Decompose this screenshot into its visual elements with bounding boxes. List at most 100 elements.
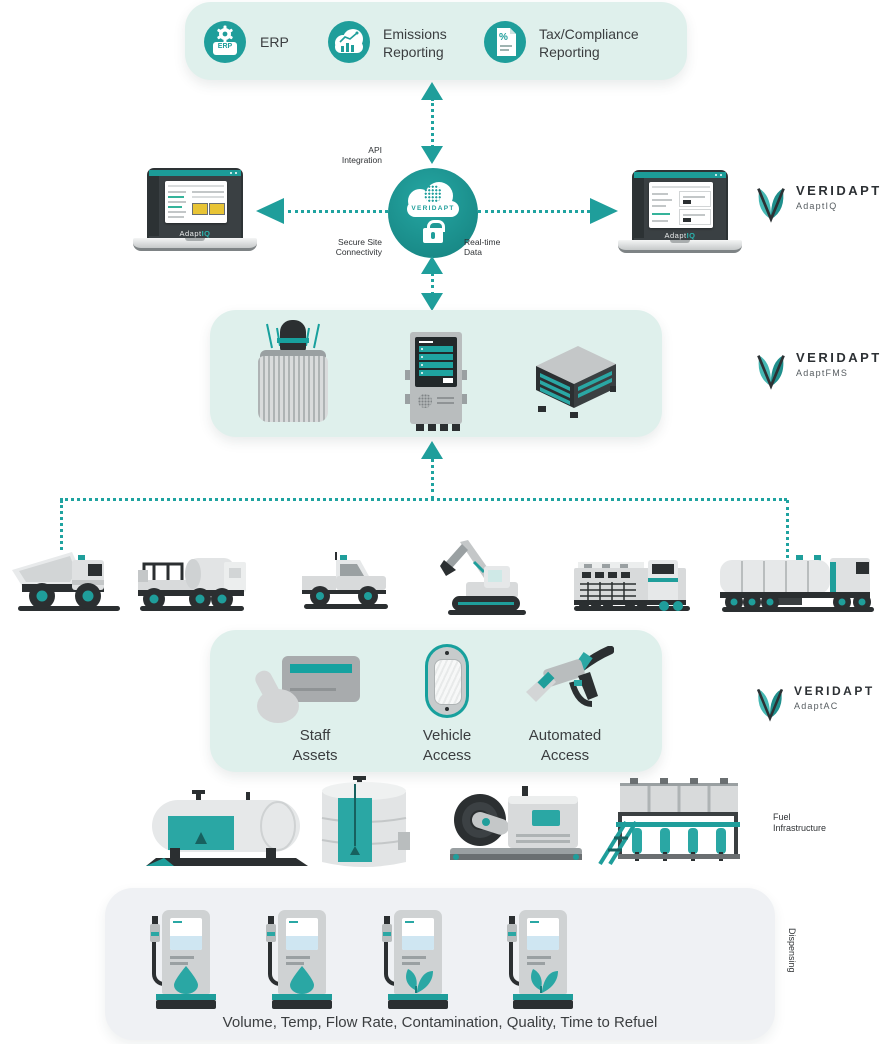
app-topbar <box>149 170 241 176</box>
tax-compliance-icon: % <box>484 21 526 63</box>
site-laptop-base <box>618 240 742 253</box>
loading-gantry <box>598 778 740 866</box>
connector-cloud-to-integrations <box>431 98 434 148</box>
veridapt-leaf-logo <box>757 188 785 223</box>
lock-shackle-icon <box>427 220 445 232</box>
cooling-fins <box>258 356 328 422</box>
droplet-icon <box>174 966 198 994</box>
badge-product: AdaptFMS <box>796 368 849 378</box>
fuel-dispenser-renewable <box>507 902 579 1010</box>
automated-access-label: Automated Access <box>528 727 602 764</box>
badge-wordmark: VERIDAPT <box>796 183 882 198</box>
light-vehicle <box>302 552 388 609</box>
integrations-panel: ERP ERP Emissions Reporting <box>185 2 687 80</box>
emissions-cloud-chart-icon <box>335 29 363 53</box>
excavator <box>440 540 526 615</box>
vertical-fuel-tank <box>321 776 410 867</box>
site-laptop-screen: AdaptIQ <box>632 170 728 244</box>
arrow-up-to-integrations <box>421 82 443 100</box>
erp-badge-text: ERP <box>217 43 233 50</box>
dispenser-screen <box>170 918 202 950</box>
haul-truck <box>12 552 120 611</box>
dispenser-screen <box>402 918 434 950</box>
office-laptop-base <box>133 238 257 251</box>
fuel-infrastructure-label: Fuel Infrastructure <box>773 812 827 833</box>
veridapt-leaf-logo <box>757 355 785 390</box>
speaker-icon <box>418 394 432 408</box>
veridapt-adaptfms-badge: VERIDAPT AdaptFMS <box>753 350 882 390</box>
office-laptop: AdaptIQ <box>133 168 257 252</box>
fuel-dispenser-diesel <box>266 902 338 1010</box>
note-connectivity: Secure Site Connectivity <box>335 237 382 258</box>
fuel-dispenser-renewable <box>382 902 454 1010</box>
sensor-metrics-caption: Volume, Temp, Flow Rate, Contamination, … <box>222 1014 658 1031</box>
arrow-down-to-cloud <box>421 146 443 164</box>
fms-controller-device <box>405 332 467 431</box>
percent-glyph: % <box>499 32 508 43</box>
tax-compliance-label: Tax/Compliance Reporting <box>539 26 639 60</box>
emissions-label: Emissions Reporting <box>383 26 447 60</box>
arrow-to-office-laptop <box>256 198 284 224</box>
app-sidebar <box>634 178 644 238</box>
note-realtime-data: Real-time Data <box>464 237 501 258</box>
service-truck <box>138 558 246 611</box>
vehicle-thumbnail <box>209 203 225 215</box>
dashboard-window <box>165 181 227 223</box>
vehicle-access-label: Vehicle Access <box>422 727 472 764</box>
document-icon <box>497 28 516 56</box>
form-window <box>649 182 713 228</box>
adaptiq-logo-text: AdaptIQ <box>179 229 211 238</box>
globe-dots-icon <box>424 185 442 203</box>
dispenser-hose <box>152 942 167 986</box>
hardware-panel <box>210 310 662 437</box>
fuel-transceiver-device <box>258 318 328 428</box>
badge-product: AdaptIQ <box>796 201 838 211</box>
connector-cloud-to-hardware <box>431 272 434 296</box>
badge-wordmark: VERIDAPT <box>794 684 875 698</box>
dispensing-side-label: Dispensing <box>786 928 797 973</box>
app-topbar <box>634 172 726 178</box>
veridapt-adaptiq-badge: VERIDAPT AdaptIQ <box>753 183 882 223</box>
droplet-icon <box>290 966 314 994</box>
asset-bus-left-drop <box>60 500 63 550</box>
emissions-icon <box>328 21 370 63</box>
locomotive <box>574 560 690 611</box>
dispenser-screen <box>527 918 559 950</box>
staff-assets-label: Staff Assets <box>292 727 338 764</box>
veridapt-cloud-hub: VERIDAPT <box>388 168 478 258</box>
office-laptop-screen: AdaptIQ <box>147 168 243 242</box>
pump-skid <box>450 786 582 860</box>
connector-cloud-to-site <box>478 210 590 213</box>
connector-hardware-to-assets <box>431 458 434 500</box>
badge-product: AdaptAC <box>794 701 839 711</box>
lock-icon <box>423 228 443 243</box>
antenna-icon <box>266 323 320 349</box>
arrow-to-site-laptop <box>590 198 618 224</box>
access-panel: Staff Assets Vehicle Access Automated Ac… <box>210 630 662 772</box>
horizontal-fuel-tank <box>146 790 308 866</box>
gear-icon <box>213 25 237 55</box>
veridapt-adaptac-badge: VERIDAPT AdaptAC <box>753 684 875 722</box>
adaptiq-logo-text: AdaptIQ <box>664 231 696 240</box>
controller-screen <box>415 337 457 387</box>
fuel-dispenser-diesel <box>150 902 222 1010</box>
site-laptop: AdaptIQ <box>618 170 742 254</box>
veridapt-leaf-logo <box>756 688 784 722</box>
arrow-down-to-hardware <box>421 293 443 311</box>
fuel-tanker <box>720 555 874 612</box>
erp-label: ERP <box>260 34 289 50</box>
leaf-icon <box>406 969 433 993</box>
rack-server-device <box>536 346 616 418</box>
connector-cloud-to-office <box>288 210 388 213</box>
arrow-up-to-hardware <box>421 441 443 459</box>
arrow-up-to-cloud <box>421 256 443 274</box>
leaf-icon <box>531 969 558 993</box>
app-sidebar <box>149 176 159 236</box>
vehicle-rfid-tag-icon <box>425 644 469 718</box>
erp-icon: ERP <box>204 21 246 63</box>
badge-wordmark: VERIDAPT <box>796 350 882 365</box>
cloud-wordmark: VERIDAPT <box>411 205 455 212</box>
asset-bus-line <box>60 498 787 501</box>
dispensing-panel: Volume, Temp, Flow Rate, Contamination, … <box>105 888 775 1040</box>
